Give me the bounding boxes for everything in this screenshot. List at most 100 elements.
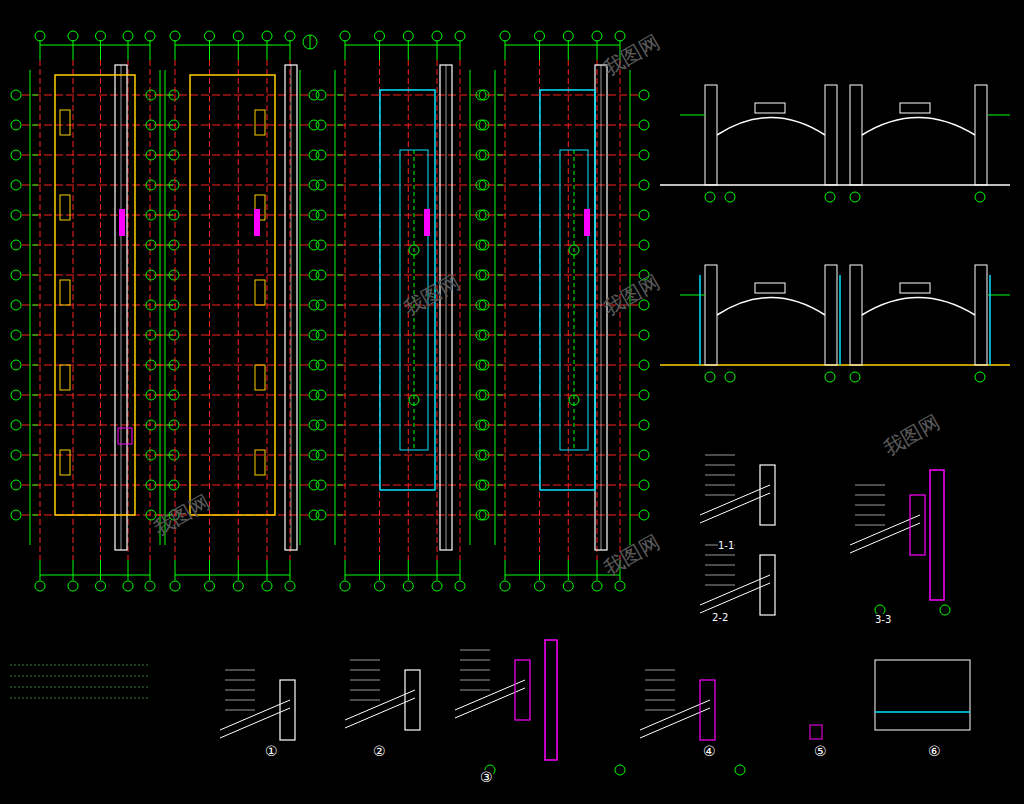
door-symbol xyxy=(60,110,70,135)
dimension-tick xyxy=(497,275,503,276)
axis-bubble xyxy=(96,31,106,41)
axis-bubble xyxy=(146,330,156,340)
column xyxy=(975,265,987,365)
glazing xyxy=(989,275,991,365)
dimension-tick xyxy=(167,395,173,396)
dimension-tick xyxy=(167,275,173,276)
axis-bubble xyxy=(975,372,985,382)
level-line xyxy=(680,295,705,296)
axis-bubble xyxy=(146,90,156,100)
column xyxy=(850,265,862,365)
dimension-tick xyxy=(505,560,506,580)
dimension-tick xyxy=(167,185,173,186)
axis-bubble xyxy=(145,581,155,591)
leader-line xyxy=(225,690,255,691)
dimension-tick xyxy=(32,485,38,486)
axis-bubble xyxy=(11,210,21,220)
axis-bubble xyxy=(11,420,21,430)
dimension-tick xyxy=(497,335,503,336)
axis-bubble xyxy=(825,372,835,382)
axis-bubble xyxy=(639,390,649,400)
level-line xyxy=(680,115,705,116)
detail-callout xyxy=(409,395,419,405)
axis-bubble xyxy=(615,581,625,591)
detail-callout xyxy=(569,395,579,405)
axis-bubble xyxy=(476,480,486,490)
axis-bubble xyxy=(35,581,45,591)
axis-bubble xyxy=(476,240,486,250)
axis-line xyxy=(487,455,638,456)
floor-outline xyxy=(190,75,275,515)
detail-callout xyxy=(569,245,579,255)
axis-bubble xyxy=(725,192,735,202)
dimension-tick xyxy=(345,40,346,60)
dimension-tick xyxy=(568,560,569,580)
magenta-marker xyxy=(255,210,259,235)
axis-bubble xyxy=(340,31,350,41)
level-line xyxy=(988,115,1010,116)
axis-bubble xyxy=(639,120,649,130)
wall xyxy=(121,65,122,550)
dimension-tick xyxy=(32,125,38,126)
axis-bubble xyxy=(146,210,156,220)
dimension-tick xyxy=(167,365,173,366)
axis-line xyxy=(487,155,638,156)
door-symbol xyxy=(255,110,265,135)
axis-bubble xyxy=(146,300,156,310)
axis-bubble xyxy=(146,270,156,280)
axis-bubble xyxy=(639,420,649,430)
dimension-line xyxy=(495,70,496,545)
roof-vent xyxy=(755,103,785,113)
dimension-tick xyxy=(437,40,438,60)
dimension-tick xyxy=(40,40,41,60)
leader-line xyxy=(705,475,735,476)
axis-bubble xyxy=(11,240,21,250)
dimension-tick xyxy=(167,485,173,486)
door-symbol xyxy=(60,280,70,305)
axis-bubble xyxy=(11,360,21,370)
dimension-tick xyxy=(167,125,173,126)
wall xyxy=(446,65,447,550)
axis-bubble xyxy=(476,510,486,520)
dimension-tick xyxy=(337,455,343,456)
roof-vent xyxy=(755,283,785,293)
axis-bubble xyxy=(403,31,413,41)
north-arrow xyxy=(303,35,317,49)
axis-bubble xyxy=(316,330,326,340)
axis-bubble xyxy=(170,581,180,591)
axis-bubble xyxy=(535,581,545,591)
axis-bubble xyxy=(432,31,442,41)
axis-bubble xyxy=(123,581,133,591)
dimension-tick xyxy=(497,365,503,366)
axis-bubble xyxy=(476,450,486,460)
dimension-tick xyxy=(337,425,343,426)
magenta-marker xyxy=(120,210,124,235)
leader-line xyxy=(225,670,255,671)
leader-line xyxy=(855,505,885,506)
axis-bubble xyxy=(940,605,950,615)
leader-line xyxy=(645,670,675,671)
beam-section xyxy=(515,660,530,720)
dimension-tick xyxy=(497,215,503,216)
column xyxy=(825,265,837,365)
dimension-tick xyxy=(337,305,343,306)
leader-line xyxy=(350,670,380,671)
dimension-tick xyxy=(337,185,343,186)
axis-bubble xyxy=(615,765,625,775)
leader-line xyxy=(350,680,380,681)
floor-outline xyxy=(55,75,135,515)
dimension-line xyxy=(30,70,31,545)
leader-line xyxy=(645,700,675,701)
axis-bubble xyxy=(316,360,326,370)
axis-line xyxy=(487,425,638,426)
axis-line xyxy=(327,335,478,336)
axis-bubble xyxy=(285,581,295,591)
dimension-tick xyxy=(337,395,343,396)
axis-bubble xyxy=(476,300,486,310)
dimension-tick xyxy=(128,40,129,60)
magenta-marker xyxy=(425,210,429,235)
small-detail xyxy=(810,725,822,739)
dimension-tick xyxy=(345,560,346,580)
axis-bubble xyxy=(455,31,465,41)
